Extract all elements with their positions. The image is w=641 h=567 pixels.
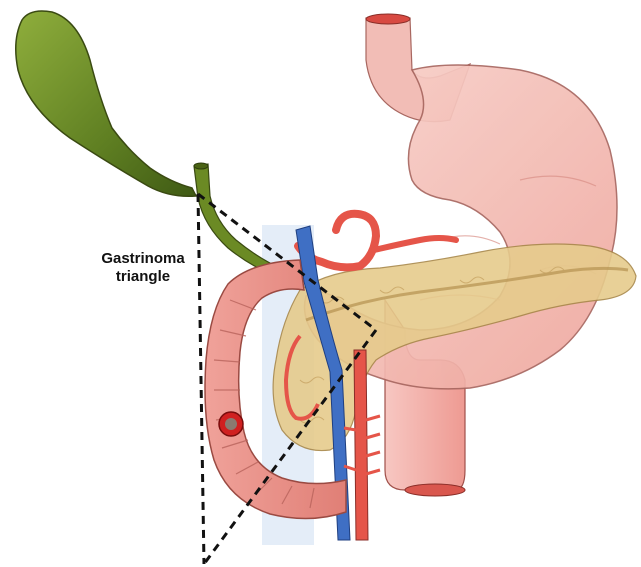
gallbladder xyxy=(16,11,196,196)
esophagus-cut-end xyxy=(366,14,410,24)
mesenteric-artery xyxy=(354,350,368,540)
label-line-2: triangle xyxy=(78,268,208,286)
label-line-1: Gastrinoma xyxy=(78,250,208,268)
gastrinoma-triangle-label: Gastrinoma triangle xyxy=(78,250,208,286)
bile-duct-cut-end xyxy=(194,163,208,169)
gastrinoma-tumor-core xyxy=(225,418,237,430)
aorta-cut-end xyxy=(405,484,465,496)
splenic-artery xyxy=(374,238,456,250)
